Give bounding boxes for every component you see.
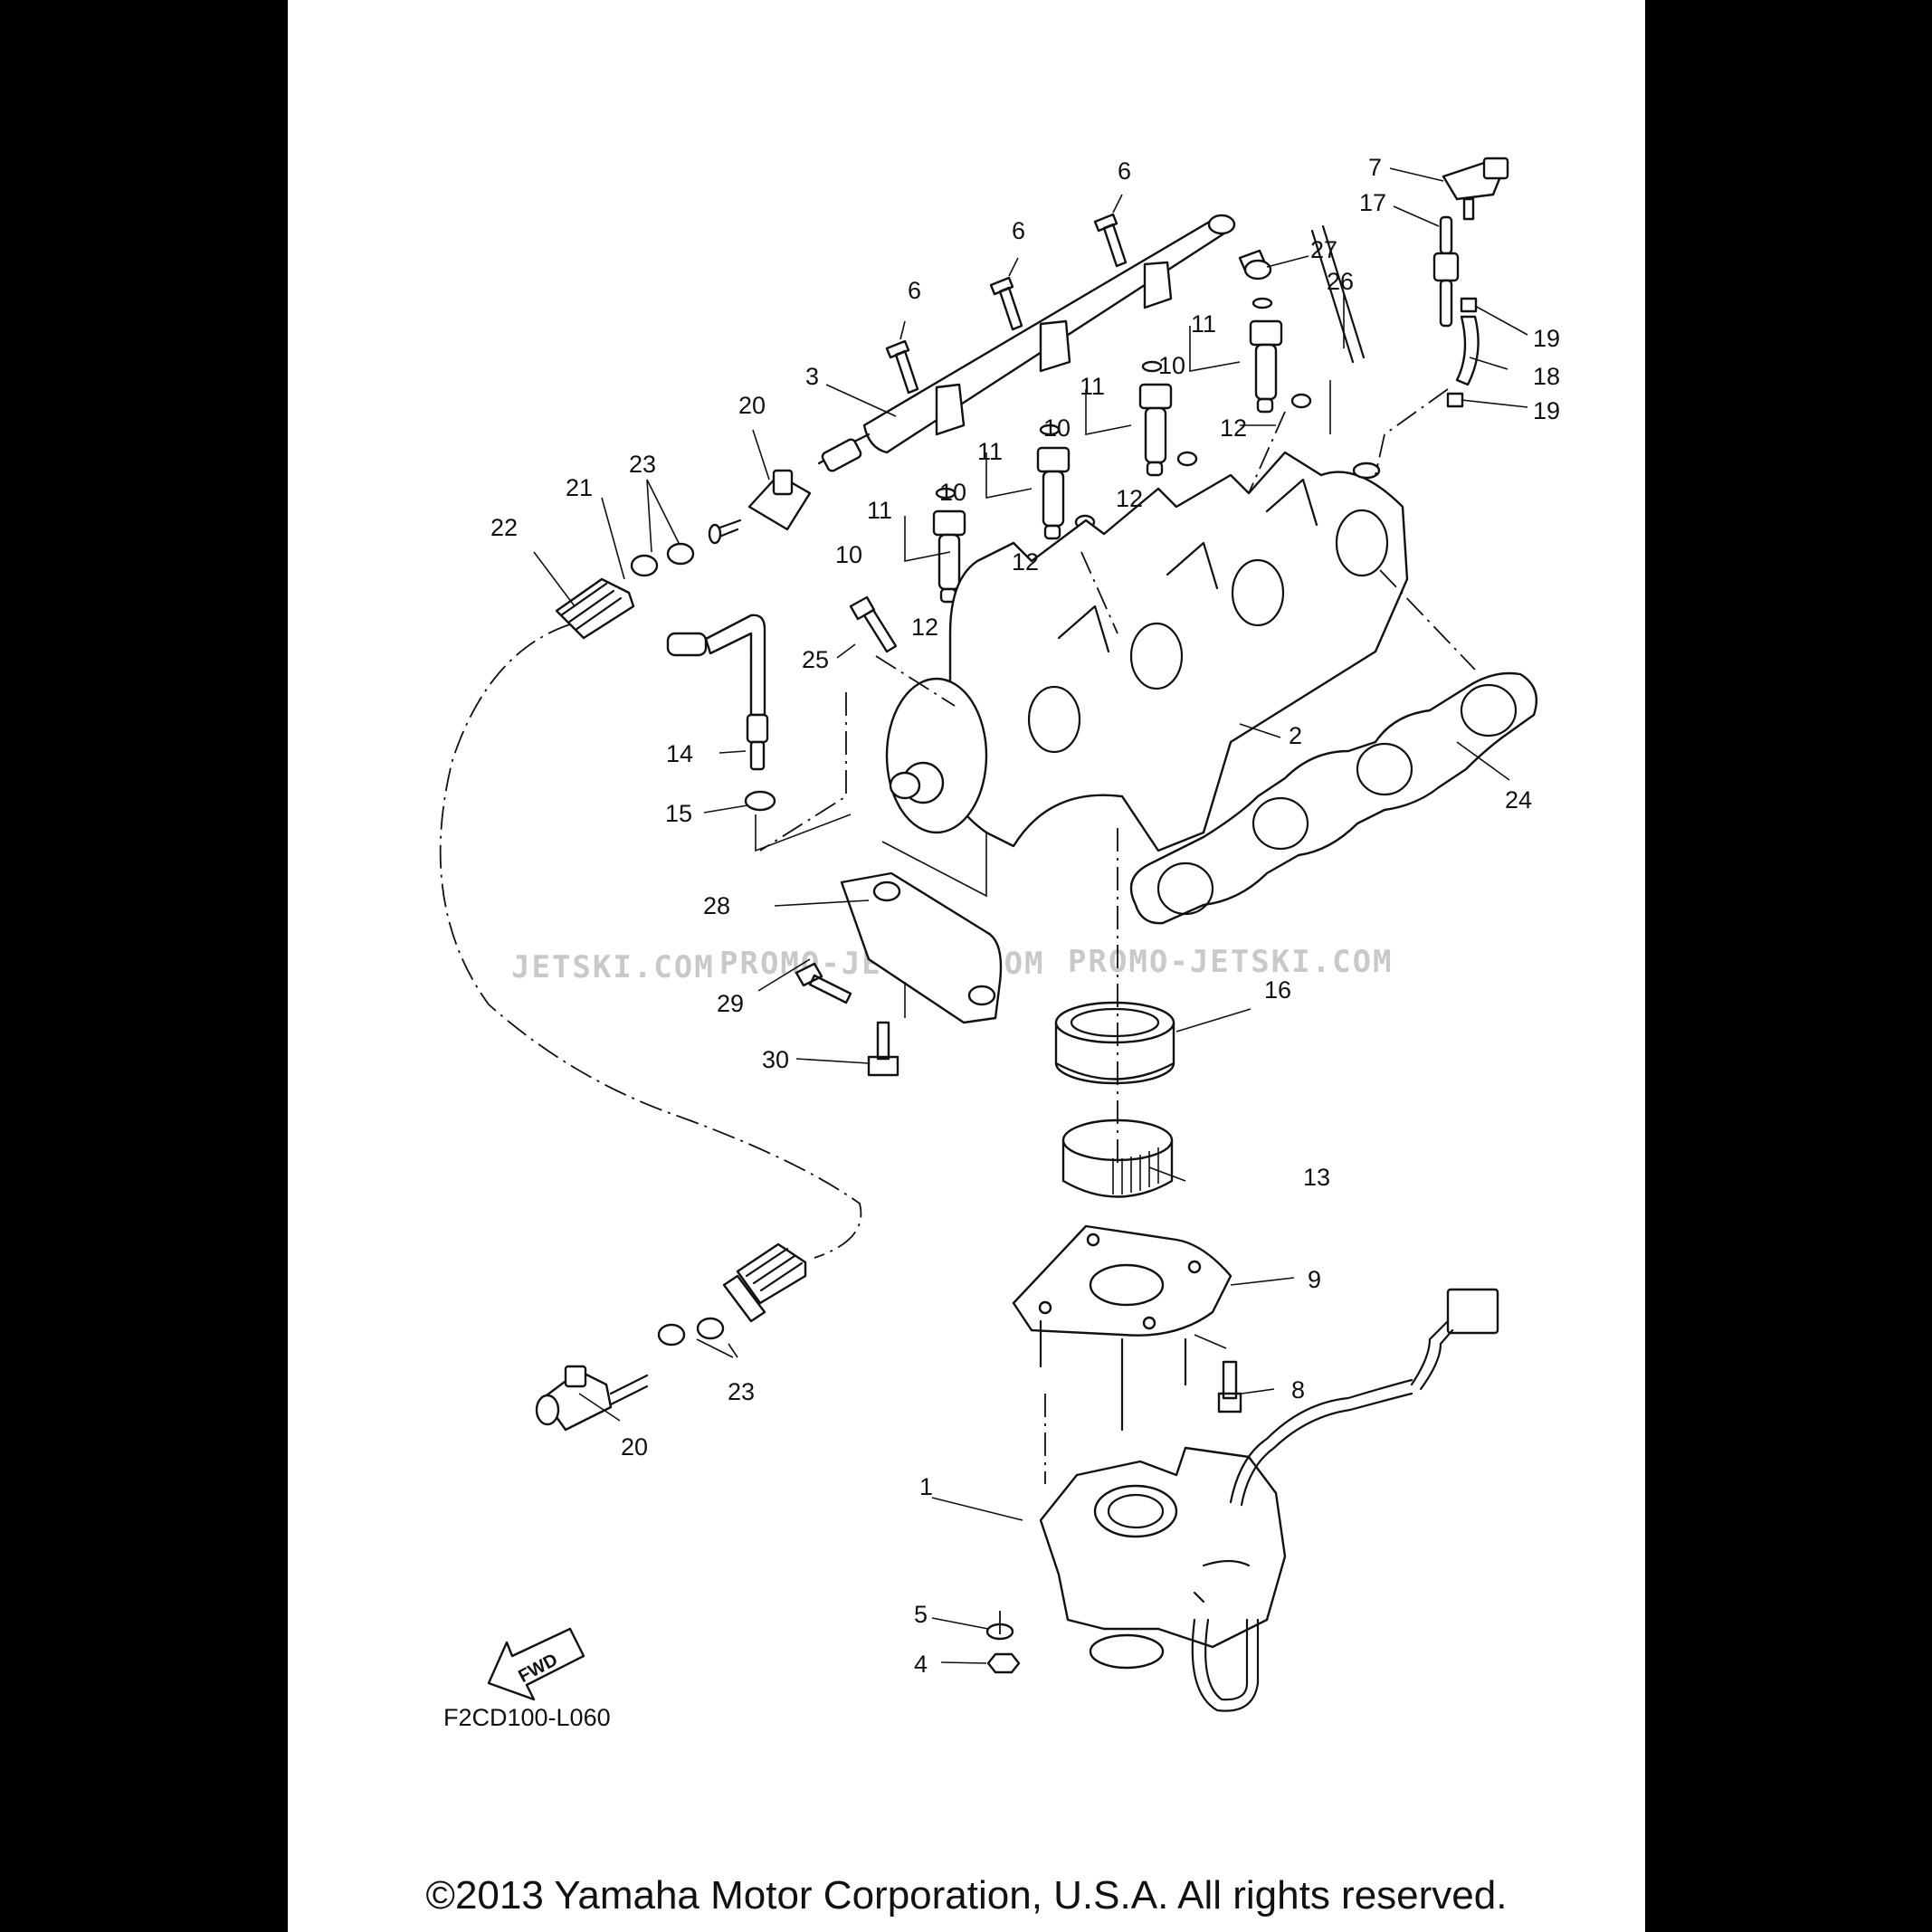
label-11b: 11 — [977, 438, 1003, 465]
label-11d: 11 — [1191, 310, 1216, 338]
watermark-right: PROMO-JETSKI.COM — [1068, 944, 1394, 980]
copyright-notice: ©2013 Yamaha Motor Corporation, U.S.A. A… — [425, 1873, 1508, 1918]
bolt-part-8 — [1217, 1360, 1242, 1413]
label-3: 3 — [805, 363, 819, 390]
label-14: 14 — [666, 740, 693, 767]
gasket-part-24 — [1129, 671, 1538, 925]
label-13: 13 — [1303, 1164, 1330, 1191]
label-22: 22 — [490, 514, 518, 541]
bracket-assembly — [795, 871, 1003, 1077]
fwd-arrow-icon: FWD — [487, 1627, 585, 1701]
label-12c: 12 — [1116, 485, 1143, 512]
figure-code: F2CD100-L060 — [443, 1704, 611, 1731]
label-9: 9 — [1308, 1266, 1321, 1293]
fuel-rail-part — [817, 214, 1236, 472]
label-27: 27 — [1310, 236, 1337, 263]
label-8: 8 — [1291, 1376, 1305, 1404]
label-6c: 6 — [1118, 157, 1131, 185]
throttle-body-part — [1039, 1288, 1499, 1712]
label-18: 18 — [1533, 363, 1560, 390]
guide-lines — [439, 326, 1476, 1638]
label-10c: 10 — [1043, 414, 1071, 442]
label-19b: 19 — [1533, 397, 1560, 424]
label-1: 1 — [919, 1473, 933, 1500]
label-23a: 23 — [629, 451, 656, 478]
label-19a: 19 — [1533, 325, 1560, 352]
label-16: 16 — [1264, 976, 1291, 1004]
label-20a: 20 — [738, 392, 766, 419]
label-25: 25 — [802, 646, 829, 673]
label-20b: 20 — [621, 1433, 648, 1461]
label-26: 26 — [1327, 268, 1354, 295]
label-21: 21 — [566, 474, 593, 501]
label-10b: 10 — [939, 479, 966, 506]
upper-connector-assembly — [555, 469, 812, 640]
label-29: 29 — [717, 990, 744, 1017]
label-10a: 10 — [835, 541, 862, 568]
filter-part-13 — [1061, 1118, 1174, 1198]
temp-sensor-part — [666, 614, 776, 812]
label-2: 2 — [1289, 722, 1302, 749]
pressure-sensor-assembly — [1238, 157, 1509, 408]
label-28: 28 — [703, 892, 730, 919]
label-30: 30 — [762, 1046, 789, 1073]
label-11a: 11 — [867, 497, 892, 524]
label-23b: 23 — [728, 1378, 755, 1405]
label-5: 5 — [914, 1601, 928, 1628]
label-7: 7 — [1368, 154, 1382, 181]
part-number-labels: 1 2 3 4 5 6 6 6 7 8 9 10 10 10 10 11 11 … — [490, 154, 1560, 1678]
label-11c: 11 — [1080, 373, 1105, 400]
label-6a: 6 — [908, 277, 921, 304]
label-12d: 12 — [1220, 414, 1247, 442]
nut-part-4 — [986, 1652, 1021, 1674]
label-10d: 10 — [1158, 352, 1185, 379]
bolt-part-6 — [885, 213, 1128, 395]
label-17: 17 — [1359, 189, 1386, 216]
label-24: 24 — [1505, 786, 1532, 814]
label-6b: 6 — [1012, 217, 1025, 244]
label-4: 4 — [914, 1651, 928, 1678]
intake-manifold-part — [885, 451, 1409, 852]
label-15: 15 — [665, 800, 692, 827]
seal-part-16 — [1054, 1001, 1175, 1085]
fuel-injectors — [932, 297, 1312, 635]
lower-connector-assembly — [535, 1242, 807, 1432]
bolt-part-25 — [849, 595, 898, 653]
plate-part-9 — [1012, 1224, 1232, 1432]
label-12a: 12 — [911, 614, 938, 641]
label-12b: 12 — [1012, 548, 1039, 576]
leader-lines — [533, 167, 1528, 1664]
watermark-left: JETSKI.COM — [511, 949, 715, 985]
